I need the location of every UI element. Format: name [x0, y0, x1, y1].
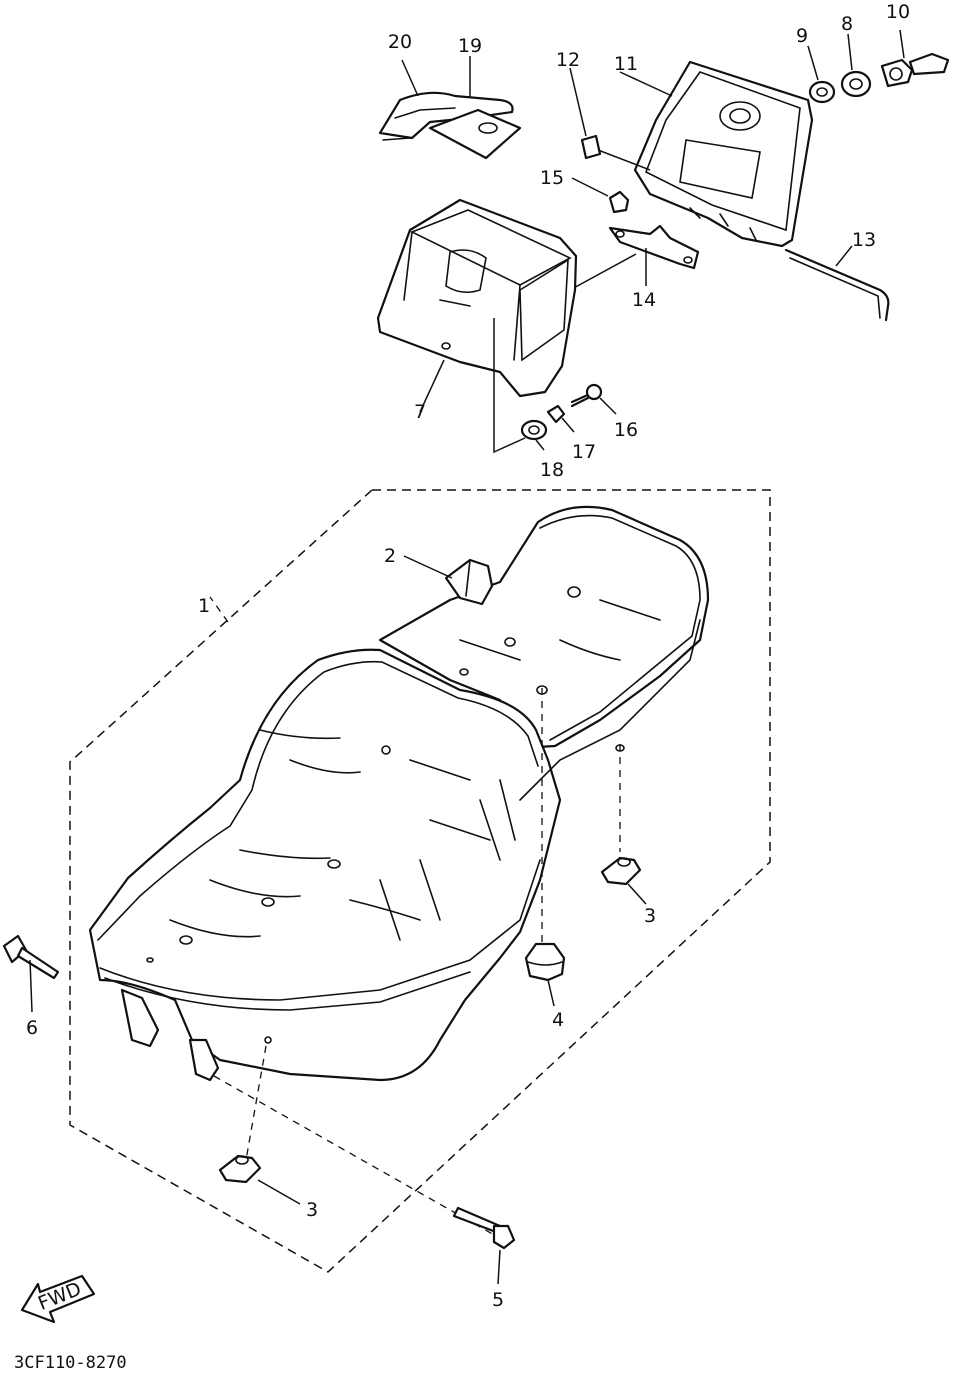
leader-part-20	[401, 59, 419, 97]
part-label-13: 13	[852, 229, 876, 251]
part-12-clip	[580, 134, 602, 160]
leader-part-5	[497, 1249, 501, 1285]
part-2-strap	[444, 558, 494, 606]
drawing-code: 3CF110-8270	[14, 1353, 127, 1373]
part-label-3-b: 3	[306, 1199, 318, 1221]
part-5-bolt	[452, 1206, 516, 1250]
part-13-rod	[784, 248, 890, 322]
leader-part-15	[571, 177, 609, 197]
part-17-collar	[546, 404, 566, 424]
part-label-11: 11	[614, 53, 638, 75]
part-6-bolt	[2, 934, 60, 980]
part-9-washer	[808, 80, 836, 104]
leader-part-16	[599, 397, 617, 415]
leader-part-1	[209, 596, 229, 623]
part-label-7: 7	[414, 401, 426, 423]
leader-part-9	[807, 45, 819, 81]
leader-part-14-to-box	[569, 253, 637, 291]
leader-part-11	[619, 71, 673, 97]
part-19-plate	[428, 108, 522, 160]
leader-part-13	[835, 245, 853, 267]
part-label-3-a: 3	[644, 905, 656, 927]
part-4-damper	[524, 942, 566, 982]
part-label-1: 1	[198, 595, 210, 617]
part-label-4: 4	[552, 1009, 564, 1031]
leader-part-6	[29, 959, 33, 1013]
part-label-18: 18	[540, 459, 564, 481]
part-label-16: 16	[614, 419, 638, 441]
part-label-14: 14	[632, 289, 656, 311]
leader-part-7-bracket	[493, 318, 526, 454]
leader-part-2	[403, 555, 453, 579]
leader-part-12-to-box	[597, 149, 651, 171]
part-label-15: 15	[540, 167, 564, 189]
leader-seat-dash-c	[245, 1045, 267, 1161]
part-7-cover	[376, 198, 578, 398]
part-label-10: 10	[886, 1, 910, 23]
part-3-stopper-b	[218, 1154, 262, 1184]
part-3-stopper-a	[600, 856, 642, 886]
part-14-bracket	[608, 224, 700, 270]
part-label-9: 9	[796, 25, 808, 47]
leader-part-10	[899, 29, 905, 59]
part-1-seat	[88, 505, 710, 1082]
part-label-6: 6	[26, 1017, 38, 1039]
part-label-12: 12	[556, 49, 580, 71]
part-label-5: 5	[492, 1289, 504, 1311]
part-label-19: 19	[458, 35, 482, 57]
part-11-storage-box	[633, 60, 814, 248]
part-15-cap-nut	[608, 190, 630, 214]
forward-direction-arrow: FWD	[20, 1274, 96, 1324]
leader-seat-dash-d	[213, 1075, 497, 1237]
seat-assembly-boundary	[69, 489, 771, 1273]
leader-part-3-b	[257, 1179, 301, 1205]
part-label-17: 17	[572, 441, 596, 463]
part-18-grommet	[520, 419, 548, 441]
leader-part-17	[561, 417, 575, 433]
part-16-screw	[570, 383, 603, 408]
leader-part-8	[847, 33, 853, 71]
leader-part-12	[569, 67, 587, 137]
leader-part-7	[419, 359, 445, 413]
part-label-2: 2	[384, 545, 396, 567]
leader-part-3-a	[627, 883, 647, 905]
leader-part-4	[547, 979, 555, 1007]
leader-part-18	[535, 439, 545, 451]
part-10-lock-cylinder	[880, 52, 950, 88]
part-label-20: 20	[388, 31, 412, 53]
part-label-8: 8	[841, 13, 853, 35]
part-8-nut	[840, 70, 872, 98]
